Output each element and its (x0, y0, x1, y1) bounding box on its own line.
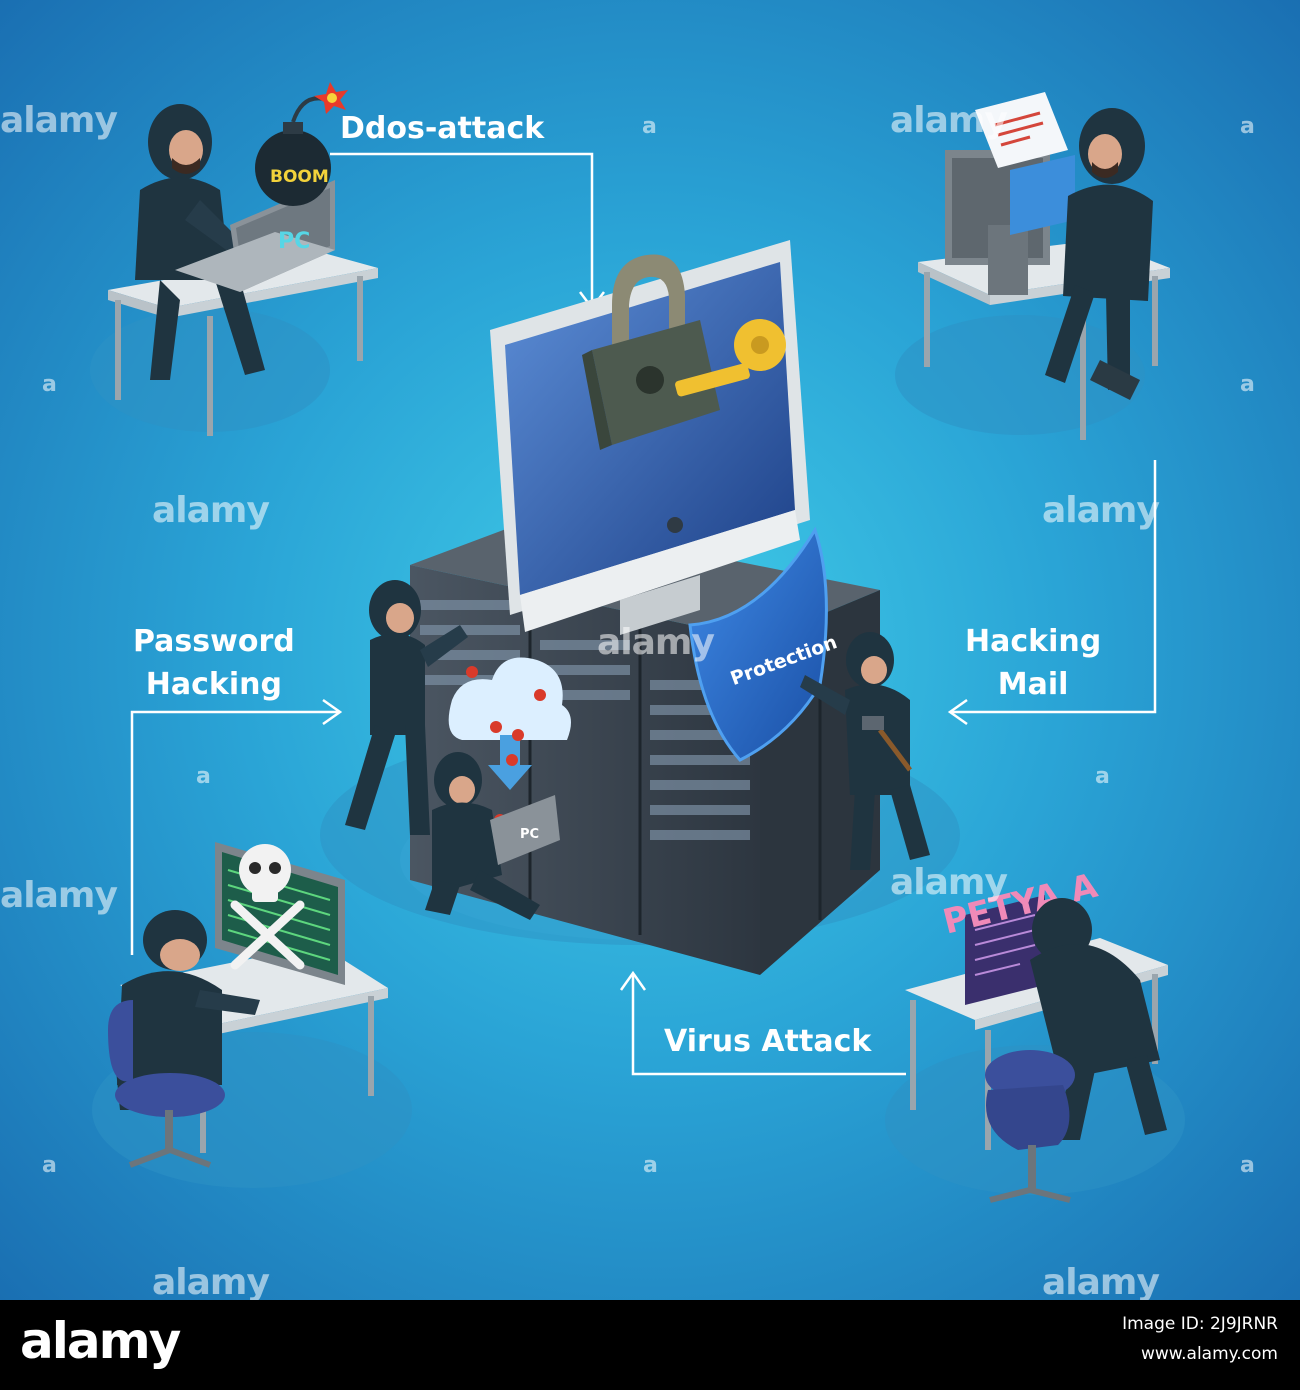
watermark-a: a (42, 1153, 57, 1178)
label-ddos-attack: Ddos-attack (340, 111, 545, 146)
watermark-alamy: alamy (890, 862, 1008, 903)
watermark-alamy: alamy (890, 100, 1008, 141)
skull-icon (230, 844, 305, 970)
alamy-logo: alamy (20, 1312, 181, 1370)
ddos-laptop-text: PC (278, 229, 310, 254)
watermark-alamy: alamy (0, 100, 118, 141)
mail-hacker-scene (895, 92, 1170, 440)
watermark-alamy: alamy (152, 490, 270, 531)
label-virus-attack: Virus Attack (664, 1024, 872, 1059)
watermark-a: a (642, 114, 657, 139)
connector-password (130, 698, 343, 955)
site-url: www.alamy.com (1140, 1344, 1278, 1364)
watermark-a: a (196, 764, 211, 789)
center-server-scene: Protection PC (320, 240, 960, 975)
image-id: Image ID: 2J9JRNR (1122, 1314, 1278, 1334)
connector-mail (947, 460, 1157, 726)
center-laptop-text: PC (520, 827, 539, 842)
watermark-alamy: alamy (597, 622, 715, 663)
bomb-text: BOOM (270, 167, 329, 187)
connector-virus (619, 970, 906, 1076)
ddos-hacker-scene: PC BOOM (90, 82, 378, 436)
protection-shield-icon: Protection (688, 526, 840, 762)
connector-ddos (330, 152, 605, 311)
watermark-a: a (1240, 1153, 1255, 1178)
watermark-a: a (1240, 372, 1255, 397)
key-icon (675, 319, 786, 397)
watermark-a: a (42, 372, 57, 397)
watermark-a: a (1240, 114, 1255, 139)
isometric-illustration: PC BOOM (90, 82, 1185, 1203)
watermark-a: a (1095, 764, 1110, 789)
label-password-hacking: Password Hacking (133, 624, 295, 702)
virus-hacker-scene: PETYA A (885, 866, 1185, 1203)
label-hacking-mail: Hacking Mail (965, 624, 1102, 702)
password-hacker-scene (92, 842, 412, 1188)
watermark-alamy: alamy (1042, 1262, 1160, 1300)
infographic-canvas: PC BOOM (0, 0, 1300, 1300)
watermark-alamy: alamy (0, 875, 118, 916)
watermark-alamy: alamy (1042, 490, 1160, 531)
watermark-alamy: alamy (152, 1262, 270, 1300)
watermark-a: a (643, 1153, 658, 1178)
virus-bug-icons (466, 666, 546, 826)
stock-footer: alamy Image ID: 2J9JRNR www.alamy.com (0, 1300, 1300, 1390)
